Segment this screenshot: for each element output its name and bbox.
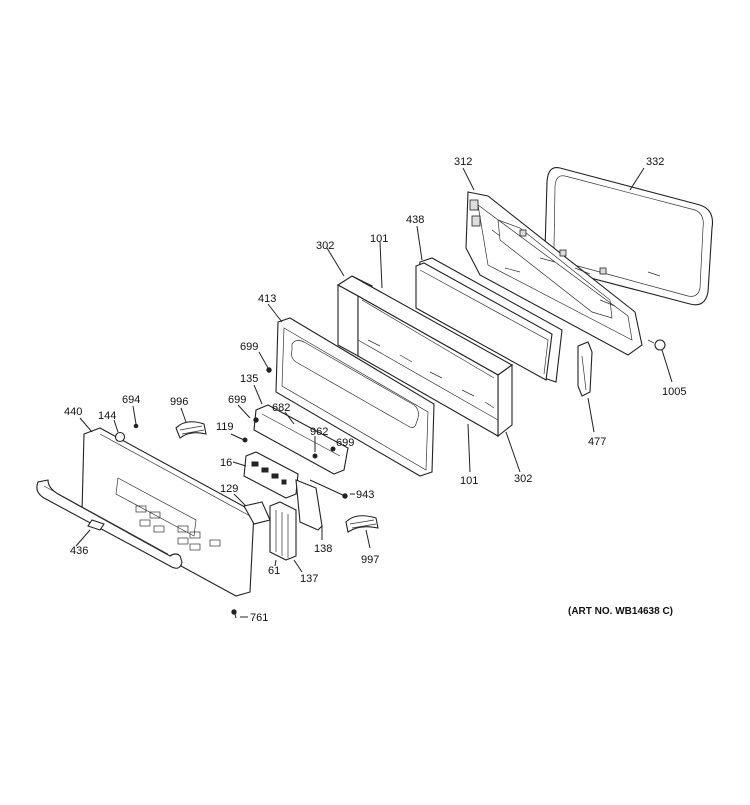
glass-panel-438 (415, 257, 563, 383)
bracket-138 (295, 479, 323, 531)
screw-699-a (266, 367, 272, 373)
fasteners (114, 367, 348, 619)
callout-144: 144 (98, 410, 116, 422)
switch-assembly-61-137 (269, 501, 297, 561)
callout-699-a: 699 (240, 341, 258, 353)
callout-labels: 312 332 438 302 101 413 699 135 694 996 … (64, 156, 686, 624)
callout-302-bottom: 302 (514, 473, 532, 485)
callout-312: 312 (454, 156, 472, 168)
callout-440: 440 (64, 406, 82, 418)
leader-lines (75, 167, 673, 618)
callout-332: 332 (646, 156, 664, 168)
callout-761: 761 (250, 612, 268, 624)
callout-138: 138 (314, 543, 332, 555)
callout-699-b: 699 (228, 394, 246, 406)
control-board-bracket-682 (253, 404, 349, 475)
callout-1005: 1005 (662, 386, 686, 398)
insulation-frame-302 (336, 275, 514, 438)
callout-997: 997 (361, 554, 379, 566)
art-number-note: (ART NO. WB14638 C) (568, 606, 673, 617)
knob-144 (114, 431, 126, 443)
screw-1005 (647, 339, 666, 351)
screw-699-b (253, 417, 259, 423)
callout-699-c: 699 (336, 437, 354, 449)
callout-413: 413 (258, 293, 276, 305)
callout-302-top: 302 (316, 240, 334, 252)
screw-694 (133, 423, 139, 429)
callout-477: 477 (588, 436, 606, 448)
spacer-129 (243, 501, 271, 525)
screw-962 (312, 453, 318, 459)
callout-436: 436 (70, 545, 88, 557)
callout-61: 61 (268, 565, 280, 577)
callout-996: 996 (170, 396, 188, 408)
callout-962: 962 (310, 426, 328, 438)
callout-16: 16 (220, 457, 232, 469)
ribbon-cable-997 (345, 515, 379, 533)
callout-129: 129 (220, 483, 238, 495)
middle-door-panel-413 (275, 317, 435, 477)
control-panel-keypad (135, 505, 221, 551)
callout-137: 137 (300, 573, 318, 585)
callout-101-bottom: 101 (460, 475, 478, 487)
control-board-16 (243, 451, 299, 499)
callout-438: 438 (406, 214, 424, 226)
ribbon-cable-996 (175, 421, 207, 439)
callout-119: 119 (216, 421, 234, 433)
control-panel-440 (81, 427, 255, 597)
screw-943 (309, 479, 346, 497)
callout-694: 694 (122, 394, 140, 406)
door-gasket-332 (544, 167, 714, 306)
door-handle-436 (36, 479, 183, 569)
callout-943: 943 (356, 489, 374, 501)
callout-135: 135 (240, 373, 258, 385)
inner-door-frame-312 (465, 191, 643, 356)
callout-101-top: 101 (370, 233, 388, 245)
door-hinge-477 (577, 341, 593, 397)
callout-682: 682 (272, 402, 290, 414)
